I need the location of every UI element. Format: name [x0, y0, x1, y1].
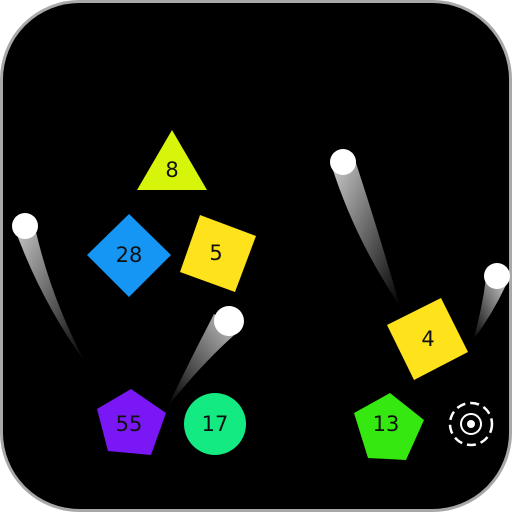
pentagon-block-value: 55 — [116, 412, 143, 436]
pentagon-block-2: 13 — [354, 393, 424, 460]
ball-right-top-trail — [331, 160, 400, 306]
circle-block-value: 17 — [202, 412, 229, 436]
ball-left — [12, 213, 38, 239]
ball-right-top — [330, 149, 356, 175]
pentagon-block-2-value: 13 — [373, 412, 400, 436]
pentagon-block: 55 — [97, 389, 166, 455]
reticle-inner-ring — [460, 413, 482, 435]
crosshair-reticle-icon[interactable] — [448, 401, 494, 447]
triangle-block-shape — [137, 130, 207, 190]
triangle-block: 8 — [137, 130, 207, 190]
balls — [12, 149, 510, 336]
square-block-2: 4 — [387, 298, 468, 380]
ball-trails — [13, 160, 506, 406]
ball-right-edge — [484, 263, 510, 289]
square-block-shape — [180, 215, 256, 292]
square-block-2-value: 4 — [421, 327, 434, 351]
square-block-2-shape — [387, 298, 468, 380]
diamond-block-value: 28 — [116, 243, 143, 267]
reticle-outer-ring — [448, 401, 494, 447]
pentagon-block-shape — [97, 389, 166, 455]
circle-block-shape — [184, 393, 246, 455]
ball-right-edge-trail — [473, 278, 506, 340]
pentagon-block-2-shape — [354, 393, 424, 460]
circle-block: 17 — [184, 393, 246, 455]
ball-center-trail — [168, 314, 240, 406]
square-block-value: 5 — [209, 241, 222, 265]
square-block: 5 — [180, 215, 256, 292]
diamond-block-shape — [87, 214, 171, 297]
ball-center — [214, 306, 244, 336]
diamond-block: 28 — [87, 214, 171, 297]
triangle-block-value: 8 — [165, 158, 178, 182]
reticle-center-dot — [467, 420, 475, 428]
ball-left-trail — [13, 224, 85, 362]
